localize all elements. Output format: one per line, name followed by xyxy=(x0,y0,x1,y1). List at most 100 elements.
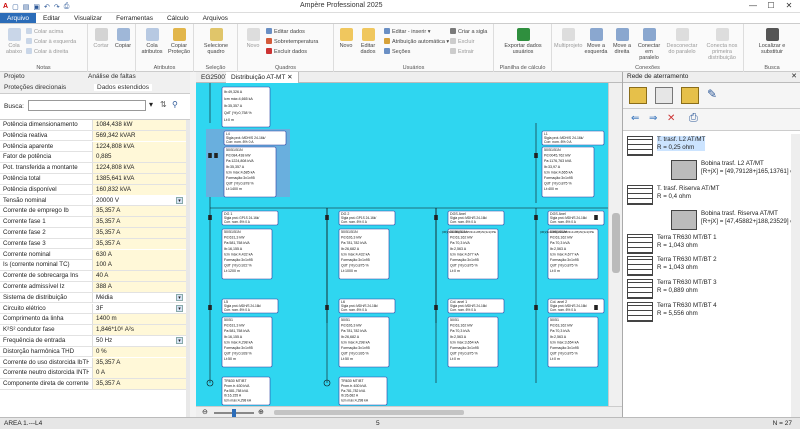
cola-atributos-button[interactable]: Cola atributos xyxy=(139,28,165,55)
print-icon[interactable]: ⎙ xyxy=(689,112,698,124)
localizar-substituir-button[interactable]: Localizar e substituir xyxy=(748,28,796,55)
property-row[interactable]: Is (corrente nominal TC)100 A xyxy=(0,260,186,271)
property-dropdown-icon[interactable]: ▾ xyxy=(176,337,183,344)
zoom-slider-thumb[interactable] xyxy=(232,409,236,417)
tab-dados-estendidos[interactable]: Dados estendidos xyxy=(94,84,153,91)
extrair-button[interactable]: Extrair xyxy=(450,48,474,55)
property-value[interactable]: 35,357 A xyxy=(92,379,186,390)
l1-breaker-symbol[interactable] xyxy=(534,153,538,158)
menu-editar[interactable]: Editar xyxy=(43,15,61,22)
property-value[interactable]: 3F xyxy=(92,303,186,314)
row2-breaker-symbol[interactable] xyxy=(434,215,438,220)
menu-visualizar[interactable]: Visualizar xyxy=(74,15,103,22)
property-value[interactable]: 35,357 A xyxy=(92,357,186,368)
sort-icon[interactable]: ⇅ xyxy=(160,100,167,109)
colar-direita-button[interactable]: Colar à direita xyxy=(26,48,68,55)
property-dropdown-icon[interactable]: ▾ xyxy=(176,304,183,312)
print-icon[interactable]: ⎙ xyxy=(63,2,70,10)
edge-breaker-symbol[interactable] xyxy=(594,305,598,310)
criar-sigla-button[interactable]: Criar a sigla xyxy=(450,28,487,35)
row2-header-box[interactable] xyxy=(547,210,605,226)
row3-data-box[interactable] xyxy=(221,316,273,368)
grounding-rod-icon[interactable] xyxy=(655,87,673,104)
property-value[interactable]: 20000 V xyxy=(92,195,186,206)
colar-esquerda-button[interactable]: Colar à esquerda xyxy=(26,38,76,45)
atribuicao-automatica-button[interactable]: Atribuição automática ▾ xyxy=(384,38,449,45)
property-value[interactable]: 35,357 A xyxy=(92,217,186,228)
row2-data-box[interactable] xyxy=(221,228,273,280)
grounding-scrollbar[interactable] xyxy=(791,134,800,417)
l1-data-box[interactable] xyxy=(541,146,595,198)
vertical-scroll-thumb[interactable] xyxy=(612,213,620,273)
novo-usuario-button[interactable]: Novo xyxy=(336,28,356,49)
conecta-primeira-button[interactable]: Conecta nos primeira distribuição xyxy=(701,28,743,61)
open-file-icon[interactable]: ▤ xyxy=(22,3,30,11)
filter-icon[interactable]: ⚲ xyxy=(172,100,178,109)
multiprojeto-button[interactable]: Multiprojeto xyxy=(554,28,582,49)
transformer-symbol[interactable] xyxy=(206,379,214,387)
maximize-button[interactable]: ☐ xyxy=(767,1,775,10)
property-value[interactable]: 388 A xyxy=(92,282,186,292)
property-value[interactable]: 1385,641 kVA xyxy=(92,174,186,184)
arrow-right-icon[interactable]: ⇒ xyxy=(649,113,658,124)
editar-dados-quadro-button[interactable]: Editar dados xyxy=(266,28,305,35)
dropdown-icon[interactable]: ▾ xyxy=(149,100,154,109)
conectar-paralelo-button[interactable]: Conectar em paralelo xyxy=(635,28,663,61)
menu-arquivos[interactable]: Arquivos xyxy=(202,15,228,22)
secoes-button[interactable]: Seções xyxy=(384,48,410,55)
novo-quadro-button[interactable]: Novo xyxy=(242,28,264,49)
row2-header-box[interactable] xyxy=(221,210,279,226)
properties-scrollbar[interactable] xyxy=(186,120,190,417)
zoom-in-icon[interactable]: ⊕ xyxy=(258,409,264,416)
tab-distribuicao-at-mt[interactable]: Distribuição AT-MT ✕ xyxy=(226,72,299,83)
arrow-left-icon[interactable]: ⇐ xyxy=(631,113,640,124)
property-value[interactable]: 630 A xyxy=(92,249,186,260)
copiar-button[interactable]: Copiar xyxy=(112,28,134,49)
horizontal-scroll-thumb[interactable] xyxy=(274,410,464,415)
property-value[interactable]: 1224,808 kVA xyxy=(92,141,186,152)
l4-header-box[interactable] xyxy=(223,130,287,146)
row3-data-box[interactable] xyxy=(338,316,390,368)
transformer-symbol[interactable] xyxy=(323,379,331,387)
row3-header-box[interactable] xyxy=(447,298,505,314)
menu-arquivo[interactable]: Arquivo xyxy=(0,13,37,23)
property-value[interactable]: 1,846*10⁶ A²s xyxy=(92,325,186,336)
sobretemperatura-button[interactable]: Sobretemperatura xyxy=(266,38,318,45)
redo-icon[interactable]: ↷ xyxy=(53,3,60,11)
property-value[interactable]: 0 % xyxy=(92,346,186,357)
tab-analise-faltas[interactable]: Análise de faltas xyxy=(88,73,136,80)
property-value[interactable]: 40 A xyxy=(92,271,186,282)
property-value[interactable]: 569,342 kVAR xyxy=(92,130,186,141)
editar-dados-usuario-button[interactable]: Editar dados xyxy=(356,28,380,55)
exportar-dados-button[interactable]: Exportar dados usuários xyxy=(500,28,546,55)
row3-data-box[interactable] xyxy=(447,316,499,368)
row2-data-box[interactable] xyxy=(338,228,390,280)
property-value[interactable]: 0,885 xyxy=(92,152,186,163)
property-value[interactable]: 100 A xyxy=(92,260,186,271)
excluir-dados-button[interactable]: Excluir dados xyxy=(266,48,307,55)
tab-projeto[interactable]: Projeto xyxy=(4,73,25,80)
save-icon[interactable]: ▣ xyxy=(33,3,40,11)
row3-breaker-symbol[interactable] xyxy=(434,305,438,310)
feeder-data-box[interactable] xyxy=(221,86,271,128)
property-value[interactable]: 50 Hz xyxy=(92,336,186,346)
row2-data-box[interactable] xyxy=(547,228,599,280)
